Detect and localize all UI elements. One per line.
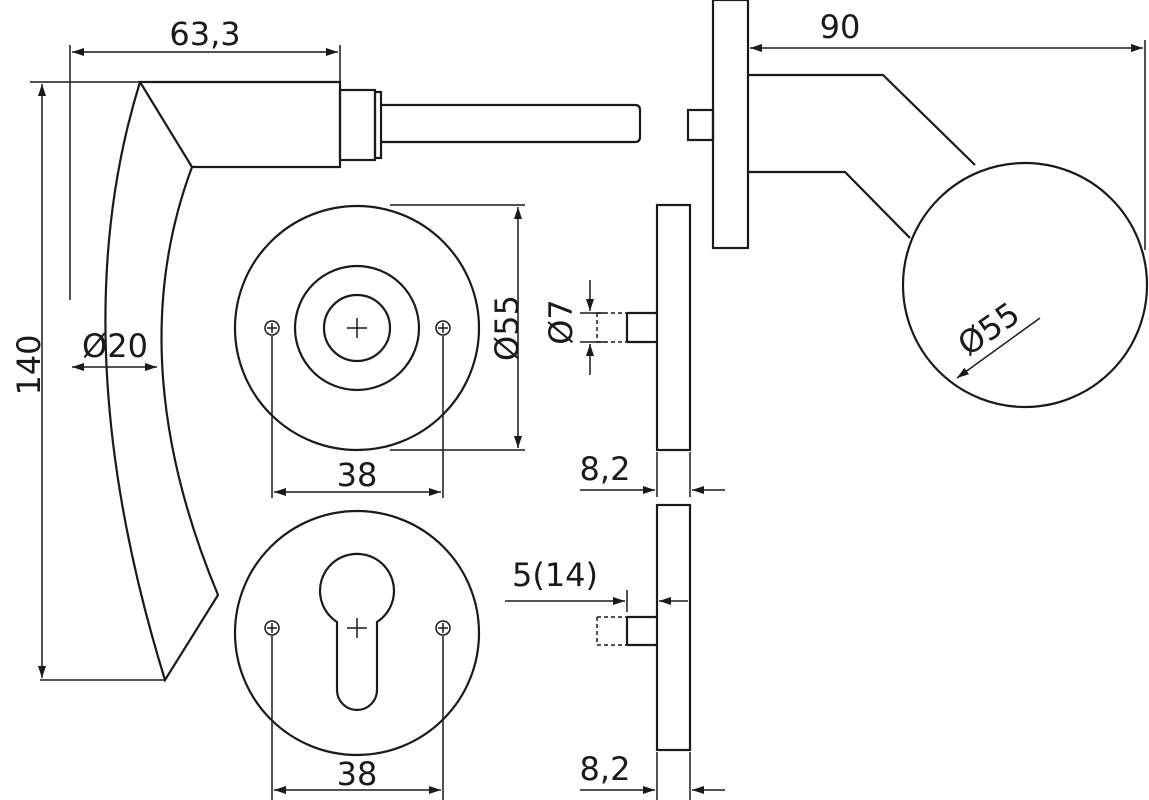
dim-rose-thickness-top: 8,2	[580, 450, 631, 488]
dim-cylinder-offset: 5(14)	[512, 556, 598, 594]
screw-hole-icon	[435, 620, 451, 636]
dim-rose-thickness-bottom: 8,2	[580, 750, 631, 788]
dim-screw-spacing-top: 38	[337, 456, 378, 494]
screw-hole-icon	[435, 320, 451, 336]
rose-top-side	[580, 203, 725, 497]
dim-knob-diameter: Ø55	[951, 295, 1027, 364]
dim-spindle-diameter: Ø7	[542, 299, 580, 345]
screw-hole-icon	[264, 620, 280, 636]
dim-knob-projection: 90	[820, 8, 861, 46]
screw-hole-icon	[264, 320, 280, 336]
dim-grip-diameter: Ø20	[82, 327, 148, 365]
rose-top-front	[233, 204, 525, 498]
rose-bottom-front	[233, 509, 481, 800]
dim-lever-height: 140	[10, 334, 48, 395]
rose-bottom-side	[505, 503, 725, 800]
dim-screw-spacing-bottom: 38	[337, 755, 378, 793]
dim-lever-length: 63,3	[169, 15, 240, 53]
knob	[686, 0, 1149, 409]
lever-dimensions	[30, 45, 341, 681]
dim-rose-diameter: Ø55	[488, 295, 526, 361]
